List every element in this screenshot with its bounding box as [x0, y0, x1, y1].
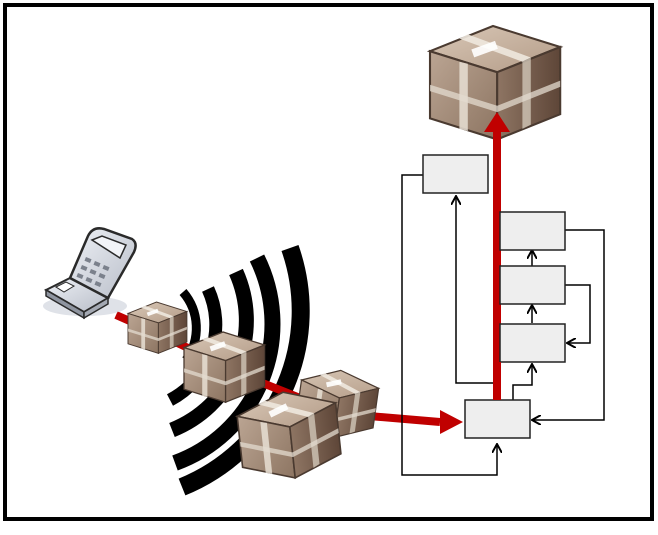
cardboard-package-icon	[183, 331, 266, 403]
box-stack-1	[499, 211, 566, 251]
box-top	[422, 154, 489, 194]
box-bottom	[464, 399, 531, 439]
box-stack-2	[499, 265, 566, 305]
red-arrowhead-up	[484, 112, 510, 132]
box-stack-3	[499, 323, 566, 363]
red-arrowhead-right	[440, 410, 463, 434]
cardboard-package-icon	[127, 301, 188, 354]
red-output-path	[484, 112, 510, 400]
mobile-phone-icon	[43, 227, 137, 320]
phone-keypad	[76, 257, 110, 287]
flow-boxes	[422, 154, 566, 439]
